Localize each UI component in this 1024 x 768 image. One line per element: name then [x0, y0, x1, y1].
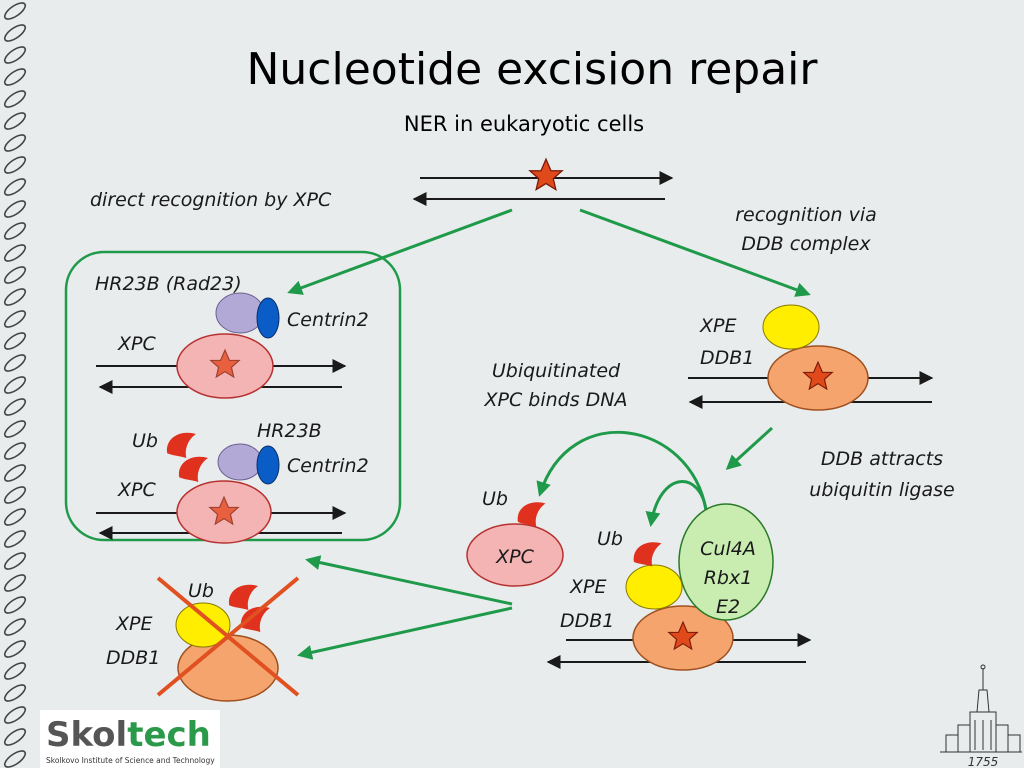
label-hr23b-rad23: HR23B (Rad23): [95, 273, 242, 295]
logo-background: [40, 710, 220, 768]
arrow-to-xpc-recognition: [287, 208, 513, 295]
xpc-ubiquitinated-complex: [96, 432, 347, 544]
cross-line: [156, 576, 300, 697]
label-ub-free: Ub: [482, 488, 508, 510]
degraded-ddb-complex: [156, 576, 300, 702]
label-rbx1: Rbx1: [704, 567, 753, 589]
label-ub-complex: Ub: [597, 528, 623, 550]
centrin2-protein: [256, 445, 280, 485]
xpc-protein: [466, 523, 564, 587]
label-direct-recognition: direct recognition by XPC: [90, 189, 332, 211]
ubiquitin-icon: [633, 542, 662, 567]
cul4a-rbx1-e2-protein: [678, 503, 774, 621]
label-xpc-mid: XPC: [117, 479, 156, 501]
ubiquitin-icon: [178, 456, 208, 482]
arrow-to-xpc-complex: [305, 555, 513, 606]
ddb-cul4a-complex: [546, 503, 812, 671]
label-ddb1-bottom: DDB1: [106, 647, 160, 669]
arrow-ddb-to-ligase: [725, 426, 774, 471]
label-ddb1-right: DDB1: [700, 347, 754, 369]
free-ubiquitinated-xpc: [466, 502, 564, 587]
label-ub-mid: Ub: [132, 430, 158, 452]
label-cul4a: Cul4A: [700, 538, 756, 560]
svg-text:Skoltech: Skoltech: [46, 715, 211, 755]
ubiquitin-icon: [240, 606, 270, 632]
ubiquitin-icon: [228, 584, 258, 610]
lesion-star-icon: [529, 158, 563, 191]
label-e2: E2: [716, 596, 740, 618]
label-centrin2-mid: Centrin2: [287, 455, 369, 477]
logo-name-part2: tech: [127, 715, 211, 755]
label-xpc-free: XPC: [495, 546, 534, 568]
label-ddb-attracts: DDB attracts: [821, 448, 943, 470]
page-title: Nucleotide excision repair: [247, 44, 819, 95]
arrow-to-ddb-recognition: [579, 208, 811, 297]
label-xpe-complex: XPE: [569, 576, 606, 598]
label-ddb1-complex: DDB1: [560, 610, 614, 632]
xpc-hr23b-complex-top: [96, 292, 347, 399]
label-recognition-via: recognition via: [735, 204, 877, 226]
page-subtitle: NER in eukaryotic cells: [404, 112, 644, 136]
xpe-protein: [175, 602, 231, 648]
skoltech-logo: Skoltech Skolkovo Institute of Science a…: [40, 710, 220, 768]
logo-name-part1: Skol: [46, 715, 127, 755]
ddb-complex-right: [688, 304, 934, 411]
label-xpc-binds-dna: XPC binds DNA: [483, 389, 627, 411]
label-ddb-complex: DDB complex: [741, 233, 871, 255]
hr23b-protein: [217, 443, 263, 481]
label-ubiquitinated: Ubiquitinated: [492, 360, 621, 382]
ubiquitin-icon: [517, 502, 546, 527]
label-xpe-bottom: XPE: [115, 613, 152, 635]
arrow-ub-to-ddb: [645, 480, 708, 527]
label-ubiquitin-ligase: ubiquitin ligase: [809, 479, 954, 501]
decorative-chain-border: [0, 0, 30, 768]
emblem-year: 1755: [968, 755, 999, 768]
xpe-protein: [625, 564, 683, 610]
arrow-to-degraded-ddb: [297, 606, 513, 660]
centrin2-protein: [256, 297, 280, 339]
label-centrin2-top: Centrin2: [287, 309, 369, 331]
arrow-ub-to-xpc: [536, 430, 708, 511]
logo-tagline: Skolkovo Institute of Science and Techno…: [46, 756, 215, 765]
top-dna-lesion: [412, 158, 674, 206]
ubiquitin-icon: [166, 432, 196, 458]
xpe-protein: [762, 304, 820, 350]
msu-building-emblem: [940, 664, 1022, 753]
hr23b-protein: [215, 292, 265, 334]
label-ub-bottom: Ub: [188, 580, 214, 602]
label-hr23b: HR23B: [257, 420, 322, 442]
label-xpc-top: XPC: [117, 333, 156, 355]
label-xpe-right: XPE: [699, 315, 736, 337]
